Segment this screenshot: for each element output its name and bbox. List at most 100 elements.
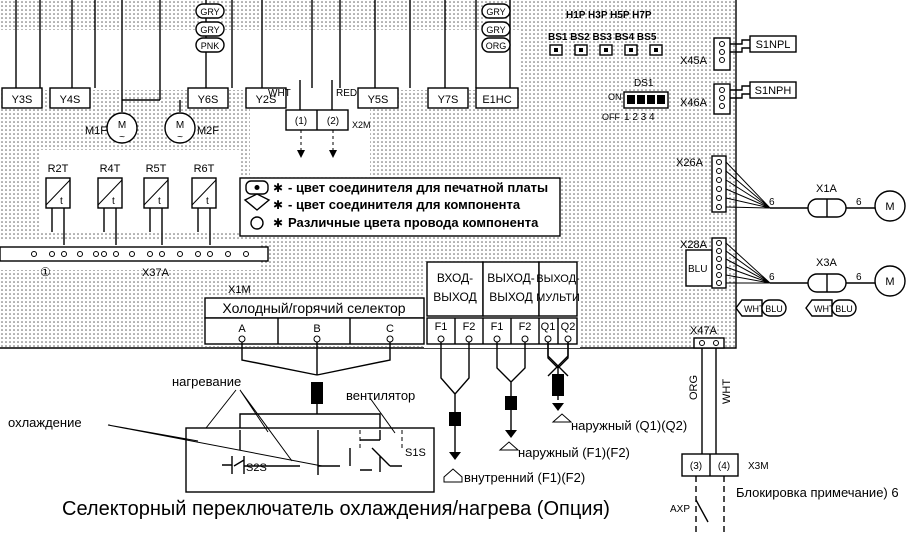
svg-text:(1): (1) (295, 116, 307, 127)
svg-text:6: 6 (856, 272, 862, 283)
svg-text:BLU: BLU (765, 304, 783, 314)
svg-text:GRY: GRY (200, 25, 219, 35)
legend-box: ✱ ✱ ✱ - цвет соединителя для печатной пл… (239, 177, 561, 237)
status-leds-buttons: H1P H3P H5P H7P BS1 BS2 BS3 BS4 BS5 (548, 10, 663, 56)
svg-text:OFF: OFF (602, 112, 620, 122)
svg-text:F1: F1 (491, 321, 504, 333)
svg-text:M: M (885, 276, 894, 288)
svg-text:(3): (3) (690, 461, 702, 472)
svg-text:6: 6 (769, 197, 775, 208)
svg-text:(2): (2) (327, 116, 339, 127)
diagram-caption: Селекторный переключатель охлаждения/наг… (62, 498, 610, 520)
svg-text:M: M (176, 120, 184, 131)
x47a-interlock: X47A ORG WHT (3) (4) X3M AXP Блокировка … (670, 325, 899, 535)
svg-text:X1A: X1A (816, 183, 837, 195)
svg-text:6: 6 (856, 197, 862, 208)
svg-text:B: B (313, 323, 320, 335)
relay-boxes: Y3S Y4S Y6S Y2S Y5S Y7S E1HC (1, 87, 519, 109)
svg-text:✱: ✱ (273, 181, 283, 195)
fan-motors: M ~ M ~ M1F M2F (85, 100, 219, 144)
x2m-label: X2M (352, 120, 371, 130)
svg-text:ORG: ORG (486, 41, 507, 51)
relay-e1hc: E1HC (482, 94, 511, 106)
legend-item-component: - цвет соединителя для компонента (288, 197, 521, 212)
s1s-label: S1S (405, 447, 426, 459)
svg-text:~: ~ (177, 132, 183, 143)
svg-text:WHT: WHT (721, 379, 733, 404)
svg-text:H1P H3P H5P H7P: H1P H3P H5P H7P (566, 10, 652, 21)
svg-text:Q2: Q2 (561, 321, 576, 333)
svg-text:X37A: X37A (142, 267, 170, 279)
svg-text:X47A: X47A (690, 325, 718, 337)
relay-y3s: Y3S (12, 94, 33, 106)
svg-text:M: M (118, 120, 126, 131)
wire-color-tags: GRY GRY PNK GRY GRY ORG (195, 3, 511, 53)
svg-text:X28A: X28A (680, 239, 708, 251)
motor-m1f-label: M1F (85, 125, 107, 137)
svg-text:GRY: GRY (486, 25, 505, 35)
x28a-connector: X28A BLU 6 X3A 6 M WHT BLU WHT BLU (680, 237, 906, 317)
svg-text:t: t (60, 196, 63, 207)
svg-text:BS1 BS2 BS3 BS4 BS5: BS1 BS2 BS3 BS4 BS5 (548, 32, 657, 43)
outdoor-f-label: наружный (F1)(F2) (518, 445, 630, 460)
svg-text:ON: ON (608, 92, 622, 102)
interlock-note: Блокировка примечание) 6 (736, 485, 899, 500)
svg-text:ВЫХОД: ВЫХОД (433, 290, 476, 304)
svg-text:M: M (885, 201, 894, 213)
relay-wires (15, 0, 511, 101)
svg-text:X3M: X3M (748, 461, 769, 472)
svg-text:Q1: Q1 (541, 321, 556, 333)
svg-text:GRY: GRY (200, 7, 219, 17)
thermistors: R2T R4T R5T R6T t t t t (45, 163, 217, 245)
relay-y2s: Y2S (256, 94, 277, 106)
svg-text:~: ~ (119, 132, 125, 143)
fan-label: вентилятор (346, 388, 415, 403)
relay-y4s: Y4S (60, 94, 81, 106)
outdoor-q-label: наружный (Q1)(Q2) (571, 418, 687, 433)
svg-text:1 2 3 4: 1 2 3 4 (624, 112, 655, 123)
svg-text:ORG: ORG (688, 375, 700, 400)
svg-text:RED: RED (336, 88, 357, 99)
svg-text:WHT: WHT (268, 88, 291, 99)
legend-item-wire: Различные цвета провода компонента (288, 215, 539, 230)
svg-text:F2: F2 (463, 321, 476, 333)
x45a-x46a-connectors: X45A X46A S1NPL S1NPH (680, 35, 797, 115)
s1npl-label: S1NPL (756, 39, 791, 51)
motor-m2f-label: M2F (197, 125, 219, 137)
svg-text:t: t (112, 196, 115, 207)
legend-item-pcb: - цвет соединителя для печатной платы (288, 180, 548, 195)
svg-text:✱: ✱ (273, 216, 283, 230)
relay-y5s: Y5S (368, 94, 389, 106)
svg-text:R6T: R6T (194, 163, 215, 175)
svg-text:R2T: R2T (48, 163, 69, 175)
cooling-label: охлаждение (8, 415, 82, 430)
svg-text:F2: F2 (519, 321, 532, 333)
svg-text:X45A: X45A (680, 55, 708, 67)
svg-text:t: t (206, 196, 209, 207)
svg-text:WHT: WHT (814, 304, 835, 314)
axp-label: AXP (670, 504, 690, 515)
svg-text:GRY: GRY (486, 7, 505, 17)
x1m-title: Холодный/горячий селектор (222, 300, 405, 316)
svg-text:X3A: X3A (816, 257, 837, 269)
annotation-pointers: нагревание вентилятор охлаждение (8, 374, 415, 467)
svg-text:(4): (4) (718, 461, 730, 472)
svg-text:C: C (386, 323, 394, 335)
svg-text:PNK: PNK (201, 41, 220, 51)
relay-y7s: Y7S (438, 94, 459, 106)
heating-label: нагревание (172, 374, 241, 389)
x37a-connector: ① X37A (0, 246, 269, 279)
svg-text:A: A (238, 323, 246, 335)
svg-text:ВХОД-: ВХОД- (437, 271, 473, 285)
s1nph-label: S1NPH (755, 85, 792, 97)
svg-text:✱: ✱ (273, 198, 283, 212)
svg-text:F1: F1 (435, 321, 448, 333)
svg-text:BLU: BLU (688, 264, 707, 275)
indoor-f-label: внутренний (F1)(F2) (464, 470, 585, 485)
svg-text:ВЫХОД-: ВЫХОД- (536, 273, 580, 285)
transmission-terminals: ВХОД- ВЫХОД ВЫХОД- ВЫХОД ВЫХОД- МУЛЬТИ F… (426, 261, 580, 345)
svg-text:МУЛЬТИ: МУЛЬТИ (536, 292, 580, 304)
svg-text:X26A: X26A (676, 157, 704, 169)
